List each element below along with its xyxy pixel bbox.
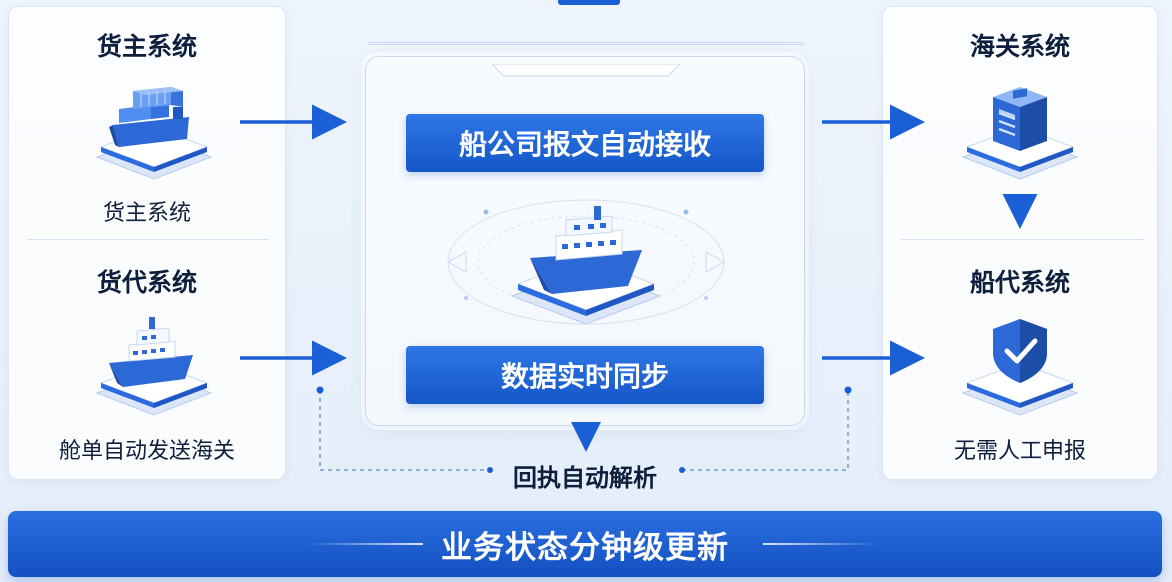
dashed-loop-right — [682, 390, 849, 471]
right-divider — [901, 239, 1143, 240]
top-tab-marker — [558, 0, 620, 5]
footer-line-right — [763, 543, 878, 545]
shipper-caption: 货主系统 — [102, 201, 191, 226]
footer-line-left — [308, 543, 423, 545]
customs-building-icon — [961, 87, 1079, 180]
footer-banner: 业务状态分钟级更新 — [8, 511, 1162, 577]
reply-parse-label: 回执自动解析 — [513, 464, 657, 492]
left-panel: 货主系统 货主系统 货代系统 — [8, 6, 286, 480]
sync-bar: 数据实时同步 — [406, 346, 764, 404]
shipper-title: 货主系统 — [96, 32, 197, 61]
footer-label: 业务状态分钟级更新 — [441, 529, 729, 566]
forwarder-title: 货代系统 — [96, 268, 197, 297]
center-tab-decoration — [492, 64, 680, 77]
cargo-ship-icon — [95, 317, 213, 416]
receive-bar: 船公司报文自动接收 — [406, 114, 764, 172]
agent-caption: 无需人工申报 — [953, 439, 1086, 464]
dashed-loop-left — [319, 390, 490, 471]
forwarder-caption: 舱单自动发送海关 — [58, 439, 235, 464]
right-panel: 海关系统 船代系统 无需人工申报 — [882, 6, 1158, 480]
customs-title: 海关系统 — [969, 32, 1070, 61]
shield-check-icon — [961, 319, 1079, 416]
left-divider — [27, 239, 269, 240]
agent-title: 船代系统 — [969, 268, 1070, 297]
container-ship-icon — [95, 87, 213, 180]
center-top-rule — [368, 42, 804, 45]
